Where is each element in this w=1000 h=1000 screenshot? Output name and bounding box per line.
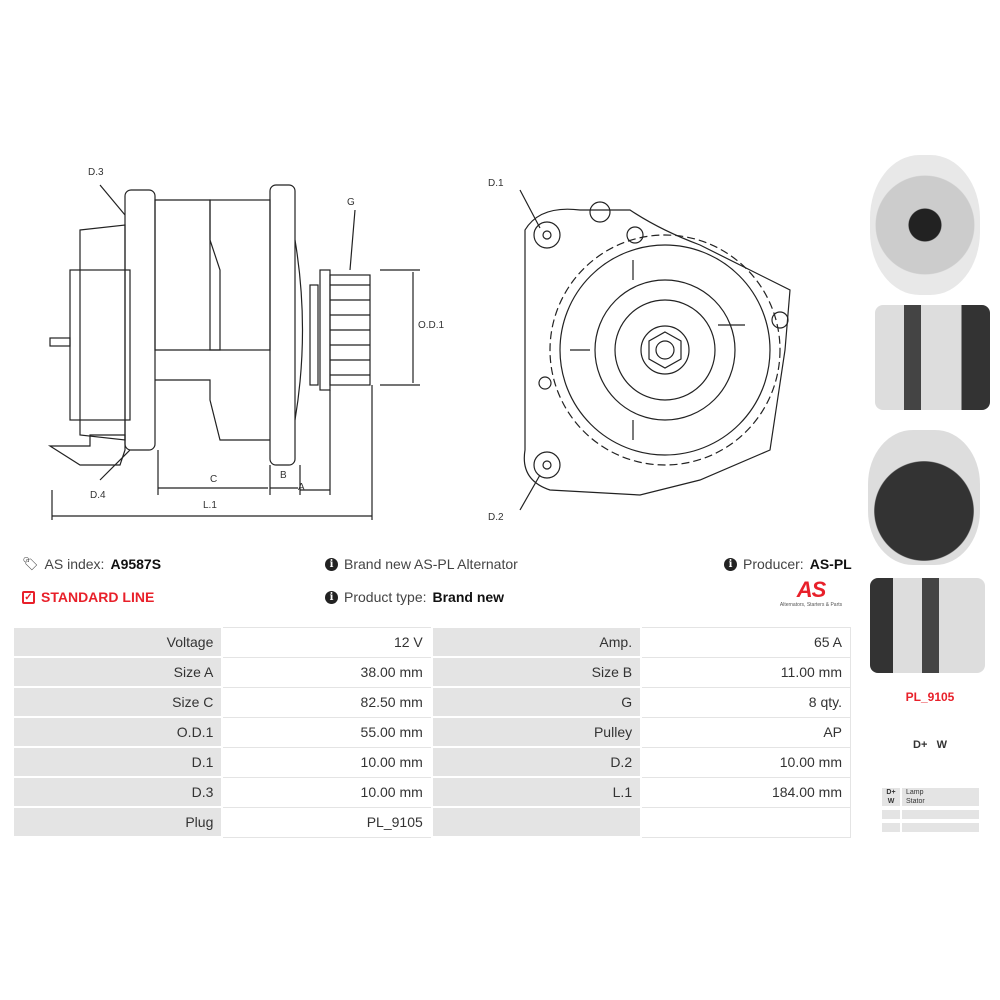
spec-value: 12 V: [221, 626, 433, 658]
spec-label: D.2: [430, 746, 643, 778]
product-type-label: Product type:: [344, 589, 427, 605]
product-photo-rear[interactable]: [868, 430, 980, 565]
spec-value: 10.00 mm: [640, 746, 852, 778]
label-l1: L.1: [203, 500, 217, 511]
info-icon: i: [325, 557, 338, 571]
as-index-value: A9587S: [110, 556, 162, 572]
spec-label: Size A: [11, 656, 224, 688]
pin-function: [902, 810, 979, 819]
technical-drawing: [47, 184, 791, 520]
label-d4: D.4: [90, 490, 106, 501]
product-photo-side-2[interactable]: [870, 578, 985, 673]
plug-name: PL_9105: [905, 690, 955, 704]
label-a: A: [298, 482, 305, 493]
label-d3: D.3: [88, 167, 104, 178]
label-c: C: [210, 474, 218, 485]
spec-value: 10.00 mm: [221, 746, 433, 778]
info-icon: i: [724, 557, 737, 571]
spec-label: Plug: [11, 806, 224, 838]
checkbox-icon: ✓: [22, 590, 35, 604]
label-d1: D.1: [488, 178, 504, 189]
logo-text: AS: [796, 577, 827, 602]
spec-value: 65 A: [640, 626, 852, 658]
as-index-label: AS index:: [44, 556, 105, 572]
spec-value: 55.00 mm: [221, 716, 433, 748]
front-view: [519, 189, 791, 511]
spec-value: 184.00 mm: [640, 776, 852, 808]
spec-label: Pulley: [430, 716, 643, 748]
spec-value: 10.00 mm: [221, 776, 433, 808]
pin-function: Stator: [902, 797, 979, 806]
pin-terminal: W: [882, 797, 900, 806]
spec-value: [640, 806, 852, 838]
producer-label: Producer:: [743, 556, 804, 572]
pin-row: [882, 823, 979, 832]
spec-label: O.D.1: [11, 716, 224, 748]
producer: i Producer: AS-PL: [724, 556, 852, 572]
spec-label: D.1: [11, 746, 224, 778]
pin-terminal: [882, 823, 900, 832]
pin-terminal: [882, 810, 900, 819]
product-photo-side[interactable]: [875, 305, 990, 410]
label-g: G: [347, 197, 355, 208]
as-index: 🏷 AS index: A9587S: [22, 556, 161, 572]
spec-value: 8 qty.: [640, 686, 852, 718]
spec-value: AP: [640, 716, 852, 748]
spec-value: 82.50 mm: [221, 686, 433, 718]
product-type: i Product type: Brand new: [325, 589, 504, 605]
spec-label: L.1: [430, 776, 643, 808]
label-b: B: [280, 470, 287, 481]
logo-tagline: Alternators, Starters & Parts: [779, 602, 843, 608]
standard-line-label: STANDARD LINE: [41, 589, 155, 605]
label-od1: O.D.1: [418, 320, 445, 331]
spec-label: Size B: [430, 656, 643, 688]
spec-label: Amp.: [430, 626, 643, 658]
pin-function: Lamp: [902, 788, 979, 797]
product-photo-front[interactable]: [870, 155, 980, 295]
spec-label: Voltage: [11, 626, 224, 658]
as-pl-logo: AS Alternators, Starters & Parts: [770, 577, 852, 609]
spec-label: G: [430, 686, 643, 718]
plug-terminals: D+ W: [913, 739, 947, 751]
description-text: Brand new AS-PL Alternator: [344, 556, 518, 572]
standard-line: ✓ STANDARD LINE: [22, 589, 154, 605]
producer-value: AS-PL: [809, 556, 852, 572]
pin-function: [902, 823, 979, 832]
spec-value: 38.00 mm: [221, 656, 433, 688]
spec-label: D.3: [11, 776, 224, 808]
spec-label: Size C: [11, 686, 224, 718]
label-d2: D.2: [488, 512, 504, 523]
spec-label: [430, 806, 643, 838]
pin-terminal: D+: [882, 788, 900, 797]
info-icon: i: [325, 590, 338, 604]
side-view: [47, 184, 420, 520]
description: i Brand new AS-PL Alternator: [325, 556, 518, 572]
pin-row: [882, 810, 979, 819]
tags-icon: 🏷: [22, 556, 39, 571]
product-type-value: Brand new: [432, 589, 505, 605]
spec-value: PL_9105: [221, 806, 433, 838]
spec-value: 11.00 mm: [640, 656, 852, 688]
pin-row: D+Lamp: [882, 788, 979, 797]
